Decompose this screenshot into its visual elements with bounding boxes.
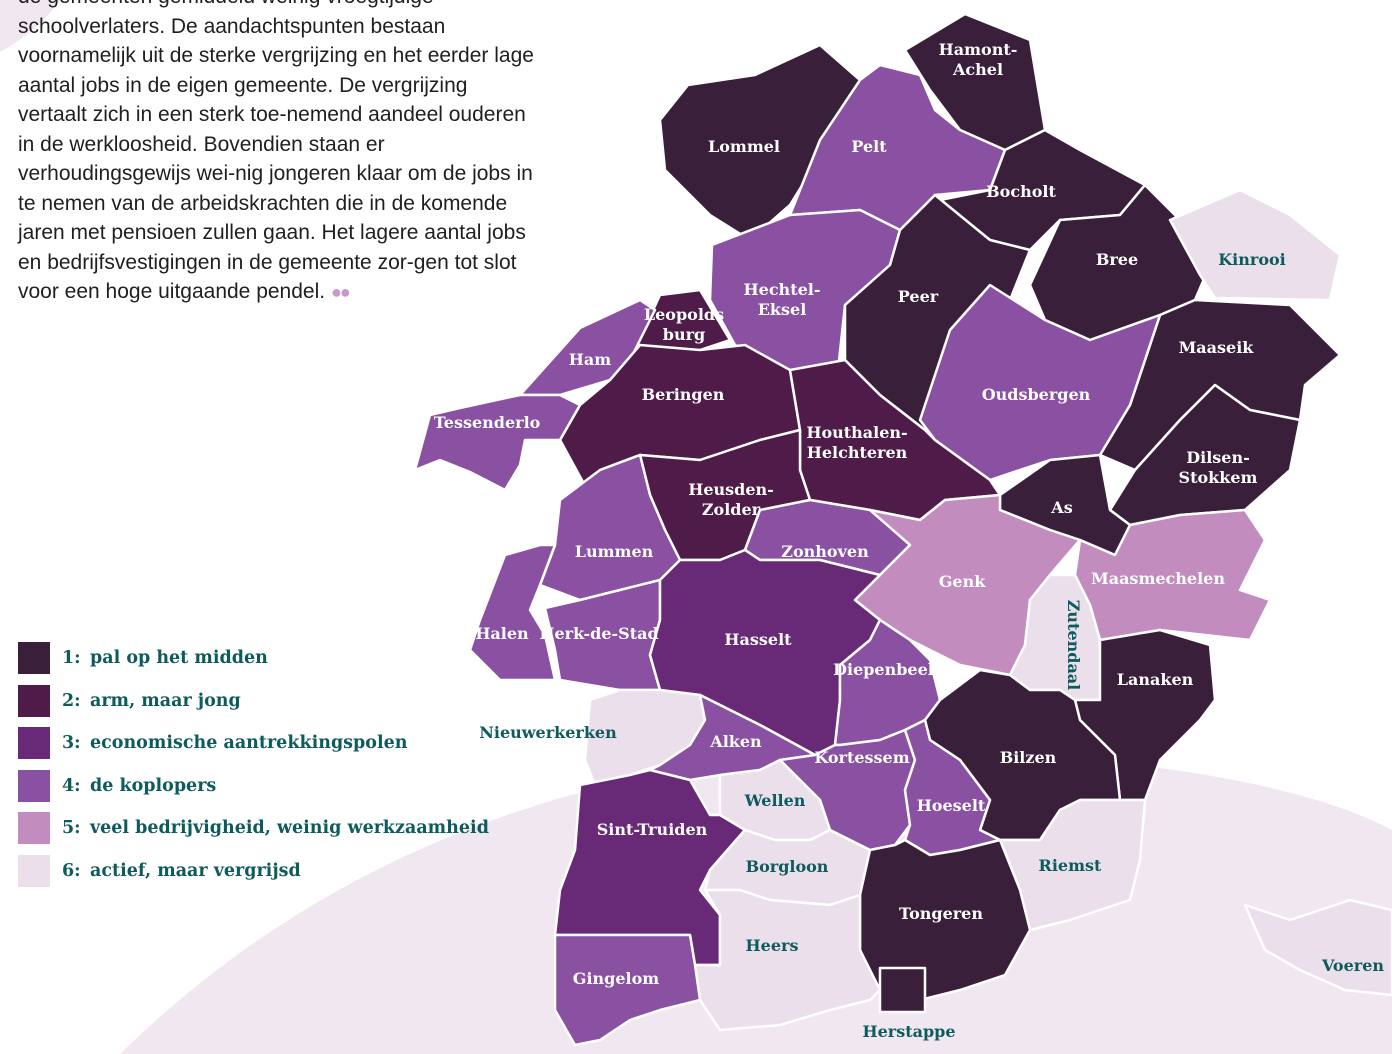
region-lommel — [658, 43, 862, 242]
label-houthalen-helchteren: Houthalen-Helchteren — [806, 423, 907, 462]
legend: 1: pal op het midden 2: arm, maar jong 3: eco… — [18, 641, 489, 897]
legend-item: 4: de koplopers — [18, 769, 489, 803]
label-zutendaal: Zutendaal — [1064, 600, 1083, 691]
label-alken: Alken — [709, 732, 762, 751]
label-kortessem: Kortessem — [814, 748, 909, 767]
label-pelt: Pelt — [851, 137, 887, 156]
label-heusden-zolder: Heusden-Zolder — [688, 480, 774, 519]
label-diepenbeek: Diepenbeek — [833, 660, 940, 679]
label-tessenderlo: Tessenderlo — [434, 413, 541, 432]
label-gingelom: Gingelom — [573, 969, 659, 988]
legend-swatch — [18, 642, 50, 674]
label-hasselt: Hasselt — [724, 630, 792, 649]
region-sint-truiden — [553, 768, 747, 967]
label-hoeselt: Hoeselt — [917, 796, 986, 815]
legend-item: 1: pal op het midden — [18, 641, 489, 675]
legend-number: 6: — [62, 860, 81, 881]
legend-swatch — [18, 812, 50, 845]
label-riemst: Riemst — [1039, 856, 1102, 875]
end-mark: ●● — [330, 282, 351, 302]
label-lanaken: Lanaken — [1117, 670, 1194, 689]
label-hechtel-eksel: Hechtel-Eksel — [744, 280, 821, 319]
label-voeren: Voeren — [1321, 956, 1384, 975]
legend-label: arm, maar jong — [90, 690, 241, 711]
label-lummen: Lummen — [575, 542, 654, 561]
legend-item: 2: arm, maar jong — [18, 684, 489, 718]
label-oudsbergen: Oudsbergen — [982, 385, 1091, 404]
label-kinrooi: Kinrooi — [1218, 250, 1285, 269]
legend-item: 6: actief, maar vergrijsd — [18, 854, 489, 888]
legend-number: 2: — [62, 690, 81, 711]
label-herk-de-stad: Herk-de-Stad — [539, 624, 658, 643]
label-sint-truiden: Sint-Truiden — [597, 820, 708, 839]
region-alken — [648, 693, 817, 782]
legend-number: 3: — [62, 733, 81, 754]
legend-number: 4: — [62, 775, 81, 796]
label-genk: Genk — [939, 572, 986, 591]
region-herstappe — [878, 966, 927, 1014]
region-kinrooi — [1168, 188, 1342, 302]
label-ham: Ham — [569, 350, 611, 369]
label-as: As — [1050, 498, 1072, 517]
label-peer: Peer — [898, 287, 939, 306]
label-wellen: Wellen — [744, 791, 806, 810]
intro-paragraph: de gemeenten gemiddeld weinig vroegtijdi… — [18, 0, 538, 308]
region-gingelom — [553, 933, 702, 1047]
label-dilsen-stokkem: Dilsen-Stokkem — [1179, 448, 1258, 487]
label-lommel: Lommel — [708, 137, 780, 156]
region-voeren — [1243, 898, 1392, 997]
legend-item: 3: economische aantrekkingspolen — [18, 726, 489, 760]
label-borgloon: Borgloon — [746, 857, 829, 876]
legend-swatch — [18, 854, 50, 887]
label-bilzen: Bilzen — [1000, 748, 1057, 767]
legend-number: 5: — [62, 818, 81, 839]
legend-label: de koplopers — [90, 775, 217, 796]
region-heers — [693, 888, 882, 1032]
region-halen — [468, 543, 557, 682]
legend-item: 5: veel bedrijvigheid, weinig werkzaamhei… — [18, 811, 489, 845]
map-regions — [413, 12, 1392, 1047]
label-bree: Bree — [1096, 250, 1138, 269]
legend-label: pal op het midden — [90, 648, 268, 668]
legend-label: economische aantrekkingspolen — [90, 733, 408, 754]
intro-text: de gemeenten gemiddeld weinig vroegtijdi… — [18, 0, 534, 303]
legend-label: actief, maar vergrijsd — [90, 860, 301, 881]
label-hamont-achel: Hamont-Achel — [939, 40, 1018, 79]
legend-swatch — [18, 769, 50, 802]
label-maaseik: Maaseik — [1179, 338, 1255, 357]
label-beringen: Beringen — [642, 385, 725, 404]
label-bocholt: Bocholt — [986, 182, 1056, 201]
legend-number: 1: — [62, 648, 81, 668]
label-halen: Halen — [475, 624, 529, 643]
legend-swatch — [18, 684, 50, 717]
label-zonhoven: Zonhoven — [781, 542, 869, 561]
label-herstappe: Herstappe — [862, 1022, 955, 1041]
label-nieuwerkerken: Nieuwerkerken — [479, 723, 617, 742]
region-tessenderlo — [413, 393, 582, 492]
label-heers: Heers — [746, 936, 799, 955]
label-tongeren: Tongeren — [899, 904, 983, 923]
legend-swatch — [18, 727, 50, 760]
legend-label: veel bedrijvigheid, weinig werkzaamheid — [90, 818, 489, 839]
label-maasmechelen: Maasmechelen — [1091, 569, 1225, 588]
